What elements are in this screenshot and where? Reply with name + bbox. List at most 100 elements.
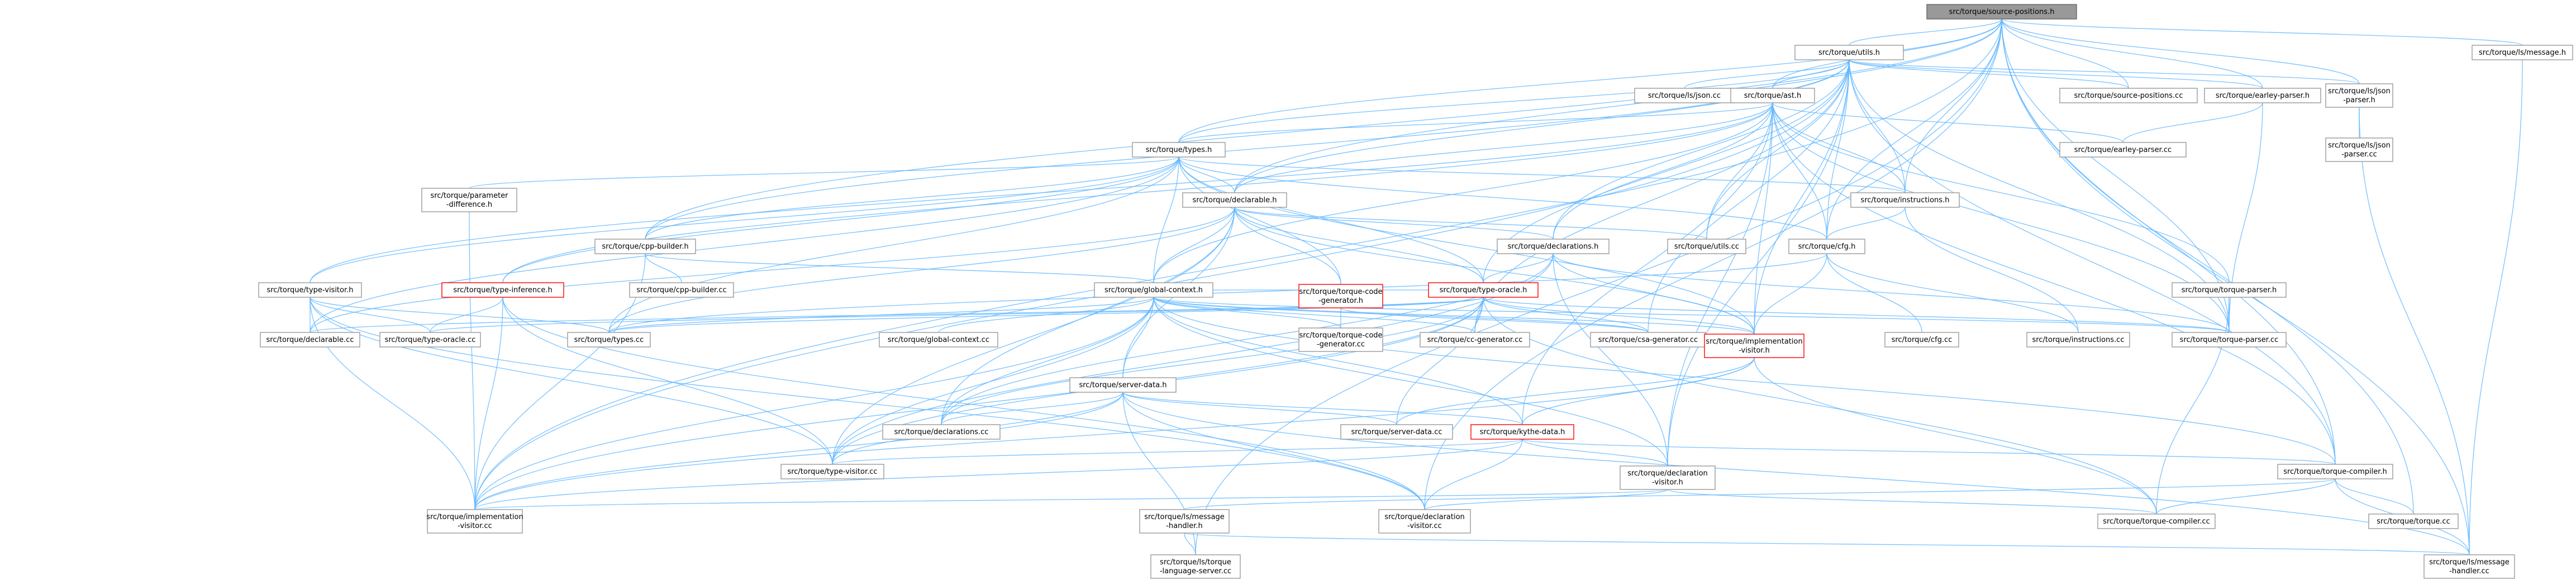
node-ls_json_parser_h[interactable]: src/torque/ls/json-parser.h bbox=[2325, 83, 2393, 108]
edge-parameter_difference_h-to-types_h bbox=[469, 152, 1182, 189]
node-torque_code_generator_h[interactable]: src/torque/torque-code-generator.h bbox=[1298, 284, 1383, 308]
edge-implementation_visitor_h-to-utils_h bbox=[1754, 55, 1852, 335]
node-box bbox=[2423, 554, 2515, 579]
node-earley_parser_h[interactable]: src/torque/earley-parser.h bbox=[2204, 88, 2321, 103]
edge-kythe_data_h-to-global_context_h bbox=[1151, 292, 1523, 425]
edge-implementation_visitor_cc-to-source_positions_h bbox=[474, 14, 2004, 510]
node-earley_parser_cc[interactable]: src/torque/earley-parser.cc bbox=[2059, 142, 2187, 158]
node-label: -visitor.h bbox=[1739, 346, 1770, 355]
edge-cc_generator_cc-to-global_context_h bbox=[1151, 292, 1475, 333]
node-box bbox=[2325, 137, 2393, 162]
node-server_data_cc[interactable]: src/torque/server-data.cc bbox=[1340, 424, 1453, 440]
node-label: src/torque/declarable.h bbox=[1193, 196, 1277, 204]
edge-torque_compiler_cc-to-implementation_visitor_h bbox=[1751, 353, 2157, 515]
node-server_data_h[interactable]: src/torque/server-data.h bbox=[1069, 377, 1177, 393]
edge-ls_message_handler_cc-to-server_data_h bbox=[1120, 387, 2470, 555]
node-type_oracle_cc[interactable]: src/torque/type-oracle.cc bbox=[379, 332, 481, 348]
node-cfg_h[interactable]: src/torque/cfg.h bbox=[1788, 239, 1865, 254]
node-cpp_builder_cc[interactable]: src/torque/cpp-builder.cc bbox=[629, 282, 734, 298]
node-label: -parser.h bbox=[2343, 96, 2375, 104]
node-label: src/torque/source-positions.cc bbox=[2074, 92, 2183, 100]
node-type_inference_h[interactable]: src/torque/type-inference.h bbox=[441, 282, 564, 298]
edge-utils_cc-to-ast_h bbox=[1706, 98, 1775, 240]
node-ls_torque_language_server_cc[interactable]: src/torque/ls/torque-language-server.cc bbox=[1150, 554, 1241, 579]
edge-declarations_cc-to-global_context_h bbox=[941, 292, 1156, 425]
node-box bbox=[1139, 509, 1230, 534]
node-label: -parser.cc bbox=[2341, 150, 2377, 159]
node-source_positions_h[interactable]: src/torque/source-positions.h bbox=[1926, 4, 2077, 20]
edge-ls_torque_language_server_cc-to-source_positions_h bbox=[1195, 14, 2004, 555]
node-label: src/torque/type-oracle.h bbox=[1440, 286, 1527, 294]
edge-implementation_visitor_h-to-types_h bbox=[1176, 152, 1755, 335]
node-cfg_cc[interactable]: src/torque/cfg.cc bbox=[1884, 332, 1959, 348]
edge-declarations_h-to-utils_h bbox=[1553, 55, 1852, 240]
node-box bbox=[2172, 282, 2287, 298]
node-box bbox=[258, 282, 362, 298]
node-instructions_h[interactable]: src/torque/instructions.h bbox=[1850, 192, 1960, 208]
node-ls_message_h[interactable]: src/torque/ls/message.h bbox=[2472, 45, 2573, 60]
edge-implementation_visitor_cc-to-global_context_h bbox=[474, 292, 1156, 510]
node-torque_compiler_cc[interactable]: src/torque/torque-compiler.cc bbox=[2097, 513, 2216, 529]
node-ls_json_parser_cc[interactable]: src/torque/ls/json-parser.cc bbox=[2325, 137, 2393, 162]
node-cc_generator_cc[interactable]: src/torque/cc-generator.cc bbox=[1420, 332, 1530, 348]
node-global_context_cc[interactable]: src/torque/global-context.cc bbox=[879, 332, 998, 348]
node-box bbox=[1850, 192, 1960, 208]
node-instructions_cc[interactable]: src/torque/instructions.cc bbox=[2026, 332, 2130, 348]
node-declaration_visitor_cc[interactable]: src/torque/declaration-visitor.cc bbox=[1378, 509, 1471, 534]
node-cpp_builder_h[interactable]: src/torque/cpp-builder.h bbox=[594, 239, 696, 254]
node-types_h[interactable]: src/torque/types.h bbox=[1132, 142, 1226, 158]
node-types_cc[interactable]: src/torque/types.cc bbox=[567, 332, 651, 348]
node-csa_generator_cc[interactable]: src/torque/csa-generator.cc bbox=[1590, 332, 1706, 348]
edge-torque_cc-to-torque_compiler_h bbox=[2332, 474, 2414, 515]
node-declaration_visitor_h[interactable]: src/torque/declaration-visitor.h bbox=[1620, 465, 1716, 490]
node-type_visitor_cc[interactable]: src/torque/type-visitor.cc bbox=[780, 464, 884, 479]
node-declarations_cc[interactable]: src/torque/declarations.cc bbox=[882, 424, 1001, 440]
edge-cfg_h-to-source_positions_h bbox=[1826, 14, 2004, 240]
edge-types_cc-to-type_visitor_h bbox=[307, 292, 610, 333]
edge-ls_message_handler_cc-to-ls_message_handler_h bbox=[1181, 528, 2470, 555]
edge-declarable_h-to-types_h bbox=[1176, 152, 1235, 193]
edge-implementation_visitor_cc-to-declaration_visitor_h bbox=[474, 484, 1671, 510]
edge-type_oracle_cc-to-type_oracle_h bbox=[430, 292, 1487, 333]
node-label: src/torque/torque-parser.cc bbox=[2180, 336, 2279, 344]
edge-implementation_visitor_cc-to-cpp_builder_h bbox=[474, 249, 648, 510]
node-box bbox=[1132, 142, 1226, 158]
node-box bbox=[1794, 45, 1904, 60]
node-implementation_visitor_h[interactable]: src/torque/implementation-visitor.h bbox=[1704, 334, 1804, 358]
node-utils_cc[interactable]: src/torque/utils.cc bbox=[1667, 239, 1746, 254]
edge-declaration_visitor_h-to-utils_h bbox=[1667, 55, 1852, 467]
node-label: src/torque/ast.h bbox=[1744, 92, 1802, 100]
node-global_context_h[interactable]: src/torque/global-context.h bbox=[1094, 282, 1213, 298]
node-ls_json_cc[interactable]: src/torque/ls/json.cc bbox=[1634, 88, 1735, 103]
node-ls_message_handler_cc[interactable]: src/torque/ls/message-handler.cc bbox=[2423, 554, 2515, 579]
edge-implementation_visitor_h-to-ast_h bbox=[1754, 98, 1775, 335]
node-type_visitor_h[interactable]: src/torque/type-visitor.h bbox=[258, 282, 362, 298]
node-declarations_h[interactable]: src/torque/declarations.h bbox=[1497, 239, 1610, 254]
edge-torque_compiler_cc-to-type_oracle_h bbox=[1480, 292, 2157, 515]
node-torque_compiler_h[interactable]: src/torque/torque-compiler.h bbox=[2277, 464, 2393, 479]
node-torque_cc[interactable]: src/torque/torque.cc bbox=[2368, 513, 2459, 529]
node-source_positions_cc[interactable]: src/torque/source-positions.cc bbox=[2059, 88, 2198, 103]
edge-server_data_cc-to-type_oracle_h bbox=[1396, 292, 1486, 425]
node-ast_h[interactable]: src/torque/ast.h bbox=[1730, 88, 1815, 103]
node-ls_message_handler_h[interactable]: src/torque/ls/message-handler.h bbox=[1139, 509, 1230, 534]
edge-torque_code_generator_h-to-types_h bbox=[1176, 152, 1341, 285]
node-parameter_difference_h[interactable]: src/torque/parameter-difference.h bbox=[421, 188, 517, 212]
node-declarable_h[interactable]: src/torque/declarable.h bbox=[1182, 192, 1287, 208]
node-label: src/torque/cfg.h bbox=[1798, 242, 1856, 251]
node-torque_code_generator_cc[interactable]: src/torque/torque-code-generator.cc bbox=[1298, 327, 1383, 352]
edge-implementation_visitor_h-to-type_oracle_h bbox=[1480, 292, 1755, 335]
node-label: src/torque/global-context.h bbox=[1104, 286, 1203, 294]
node-label: src/torque/declaration bbox=[1384, 513, 1465, 521]
node-torque_parser_h[interactable]: src/torque/torque-parser.h bbox=[2172, 282, 2287, 298]
node-implementation_visitor_cc[interactable]: src/torque/implementation-visitor.cc bbox=[426, 509, 523, 534]
node-box bbox=[1298, 327, 1383, 352]
node-torque_parser_cc[interactable]: src/torque/torque-parser.cc bbox=[2172, 332, 2287, 348]
node-kythe_data_h[interactable]: src/torque/kythe-data.h bbox=[1470, 424, 1574, 440]
node-label: -handler.h bbox=[1166, 522, 1203, 530]
node-declarable_cc[interactable]: src/torque/declarable.cc bbox=[260, 332, 360, 348]
edge-source_positions_cc-to-source_positions_h bbox=[1999, 14, 2129, 89]
node-type_oracle_h[interactable]: src/torque/type-oracle.h bbox=[1428, 282, 1539, 298]
node-utils_h[interactable]: src/torque/utils.h bbox=[1794, 45, 1904, 60]
node-label: src/torque/torque-compiler.h bbox=[2283, 468, 2387, 476]
